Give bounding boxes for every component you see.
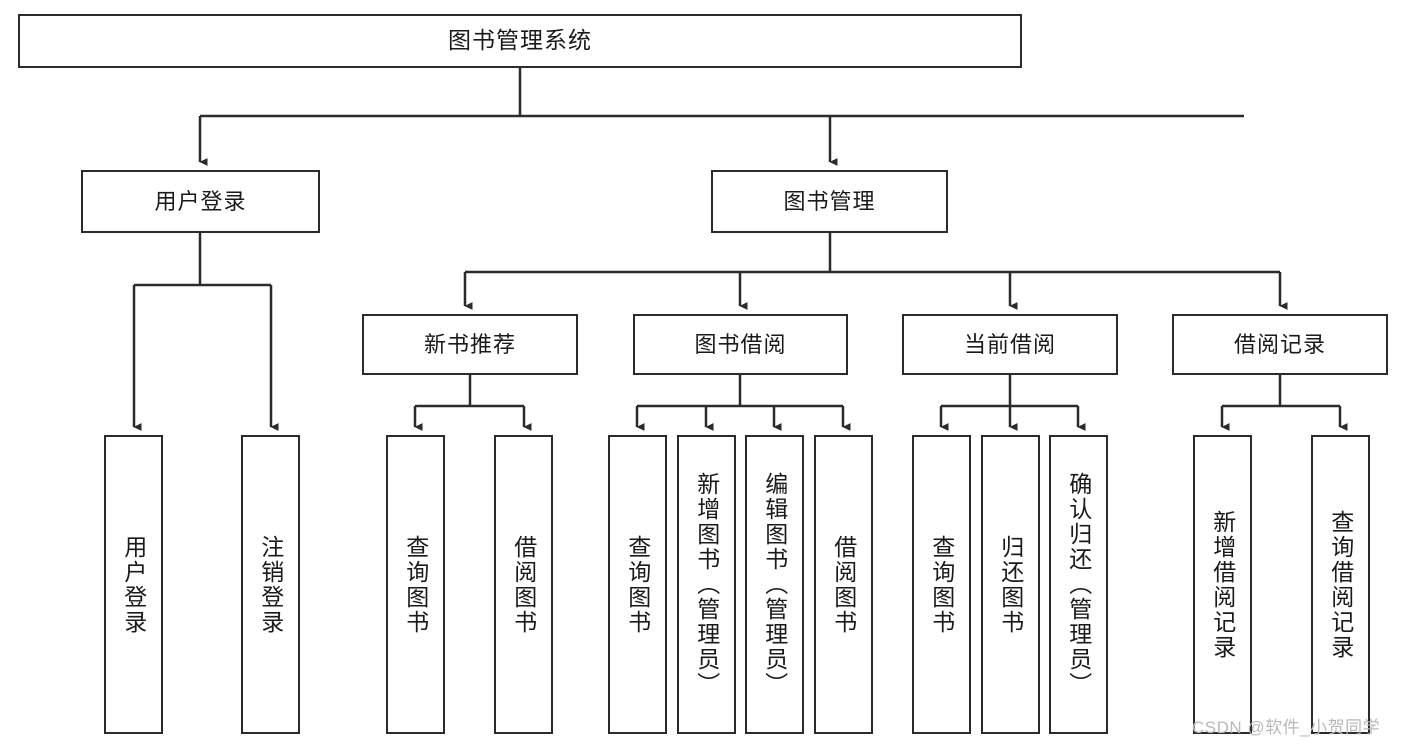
node-leaf-user-login-label: 用户登录 — [120, 534, 147, 635]
node-book-management-label: 图书管理 — [783, 188, 876, 214]
node-leaf-borrow-book-2[interactable]: 借阅图书 — [814, 435, 873, 734]
node-leaf-borrow-book-1[interactable]: 借阅图书 — [494, 435, 553, 734]
node-leaf-add-book[interactable]: 新增图书（管理员） — [677, 435, 736, 734]
node-leaf-query-record[interactable]: 查询借阅记录 — [1311, 435, 1370, 734]
node-leaf-query-book-1-label: 查询图书 — [402, 534, 429, 635]
node-leaf-query-book-2-label: 查询图书 — [624, 534, 651, 635]
node-user-login-label: 用户登录 — [154, 188, 247, 214]
node-leaf-add-book-label: 新增图书（管理员） — [693, 472, 720, 697]
node-leaf-query-book-3[interactable]: 查询图书 — [912, 435, 971, 734]
node-root-label: 图书管理系统 — [448, 27, 592, 54]
node-leaf-query-book-1[interactable]: 查询图书 — [386, 435, 445, 734]
node-leaf-add-record-label: 新增借阅记录 — [1209, 509, 1236, 660]
node-borrow-record-label: 借阅记录 — [1233, 331, 1326, 357]
node-new-book-recommend[interactable]: 新书推荐 — [362, 314, 578, 375]
node-current-borrow[interactable]: 当前借阅 — [902, 314, 1118, 375]
node-leaf-edit-book[interactable]: 编辑图书（管理员） — [745, 435, 804, 734]
node-book-borrow-label: 图书借阅 — [694, 331, 787, 357]
node-leaf-return-book-label: 归还图书 — [997, 534, 1024, 635]
node-leaf-user-login[interactable]: 用户登录 — [104, 435, 163, 734]
node-borrow-record[interactable]: 借阅记录 — [1172, 314, 1388, 375]
watermark-text: CSDN @软件_小贺同学 — [1192, 718, 1381, 737]
node-leaf-add-record[interactable]: 新增借阅记录 — [1193, 435, 1252, 734]
node-user-login[interactable]: 用户登录 — [81, 170, 320, 233]
node-leaf-query-record-label: 查询借阅记录 — [1327, 509, 1354, 660]
node-leaf-logout-login[interactable]: 注销登录 — [241, 435, 300, 734]
node-leaf-borrow-book-1-label: 借阅图书 — [510, 534, 537, 635]
node-leaf-borrow-book-2-label: 借阅图书 — [830, 534, 857, 635]
node-book-management[interactable]: 图书管理 — [711, 170, 948, 233]
node-leaf-confirm-return-label: 确认归还（管理员） — [1065, 472, 1092, 697]
node-leaf-query-book-2[interactable]: 查询图书 — [608, 435, 667, 734]
node-leaf-edit-book-label: 编辑图书（管理员） — [761, 472, 788, 697]
node-root[interactable]: 图书管理系统 — [18, 14, 1022, 68]
node-leaf-confirm-return[interactable]: 确认归还（管理员） — [1049, 435, 1108, 734]
node-leaf-logout-login-label: 注销登录 — [257, 534, 284, 635]
node-leaf-return-book[interactable]: 归还图书 — [981, 435, 1040, 734]
node-current-borrow-label: 当前借阅 — [963, 331, 1056, 357]
node-book-borrow[interactable]: 图书借阅 — [633, 314, 848, 375]
node-new-book-recommend-label: 新书推荐 — [423, 331, 516, 357]
node-leaf-query-book-3-label: 查询图书 — [928, 534, 955, 635]
